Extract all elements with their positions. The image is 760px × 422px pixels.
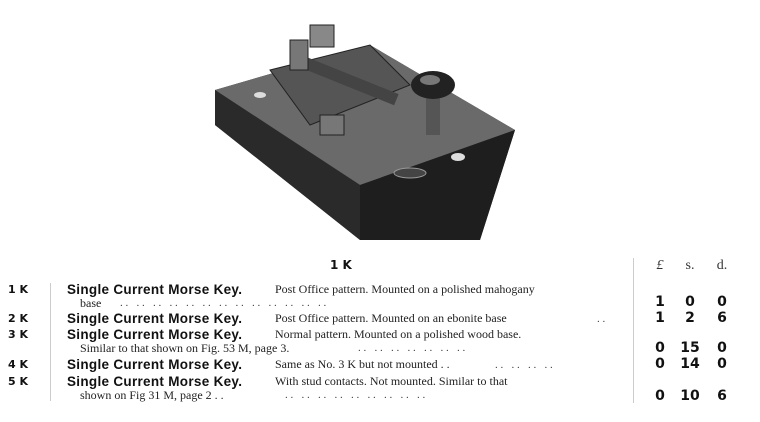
price-shillings: 0	[685, 294, 695, 310]
price-pence: 6	[717, 310, 727, 326]
price-pence: 0	[717, 340, 727, 356]
pounds-header: £	[656, 258, 664, 273]
item-title: Single Current Morse Key.	[67, 357, 243, 372]
item-description-cont: shown on Fig 31 M, page 2 . .	[80, 388, 224, 402]
item-description: With stud contacts. Not mounted. Similar…	[275, 374, 508, 388]
item-description: Post Office pattern. Mounted on an eboni…	[275, 311, 507, 325]
figure-caption: 1 K	[330, 258, 352, 272]
leader-dots: . .	[597, 313, 606, 325]
price-shillings: 10	[680, 388, 700, 404]
item-description-cont: Similar to that shown on Fig. 53 M, page…	[80, 341, 290, 355]
item-code: 4 K	[8, 358, 29, 371]
leader-dots: . . . . . . . . . . . . . . . . . . . . …	[120, 297, 327, 309]
price-shillings: 15	[680, 340, 700, 356]
item-code: 5 K	[8, 375, 29, 388]
item-code: 2 K	[8, 312, 29, 325]
price-pence: 0	[717, 356, 727, 372]
pence-header: d.	[716, 258, 728, 273]
price-pounds: 1	[655, 310, 665, 326]
item-description-cont: base	[80, 296, 102, 310]
item-description: Normal pattern. Mounted on a polished wo…	[275, 327, 522, 341]
item-description: Same as No. 3 K but not mounted . .	[275, 357, 450, 371]
left-divider	[50, 283, 51, 401]
morse-key-illustration	[215, 24, 515, 240]
item-title: Single Current Morse Key.	[67, 374, 243, 389]
leader-dots: . . . . . . . . . . . . . . . . . .	[285, 389, 426, 401]
price-pence: 6	[717, 388, 727, 404]
item-code: 3 K	[8, 328, 29, 341]
item-description: Post Office pattern. Mounted on a polish…	[275, 282, 535, 296]
price-divider	[633, 258, 634, 403]
price-pounds: 1	[655, 294, 665, 310]
item-title: Single Current Morse Key.	[67, 327, 243, 342]
item-code: 1 K	[8, 283, 29, 296]
price-pence: 0	[717, 294, 727, 310]
leader-dots: . . . . . . . . . . . . . .	[358, 342, 466, 354]
leader-dots: . . . . . . . .	[495, 359, 553, 371]
shillings-header: s.	[685, 258, 695, 273]
price-pounds: 0	[655, 340, 665, 356]
price-shillings: 2	[685, 310, 695, 326]
item-title: Single Current Morse Key.	[67, 282, 243, 297]
item-title: Single Current Morse Key.	[67, 311, 243, 326]
price-pounds: 0	[655, 356, 665, 372]
price-pounds: 0	[655, 388, 665, 404]
price-shillings: 14	[680, 356, 700, 372]
